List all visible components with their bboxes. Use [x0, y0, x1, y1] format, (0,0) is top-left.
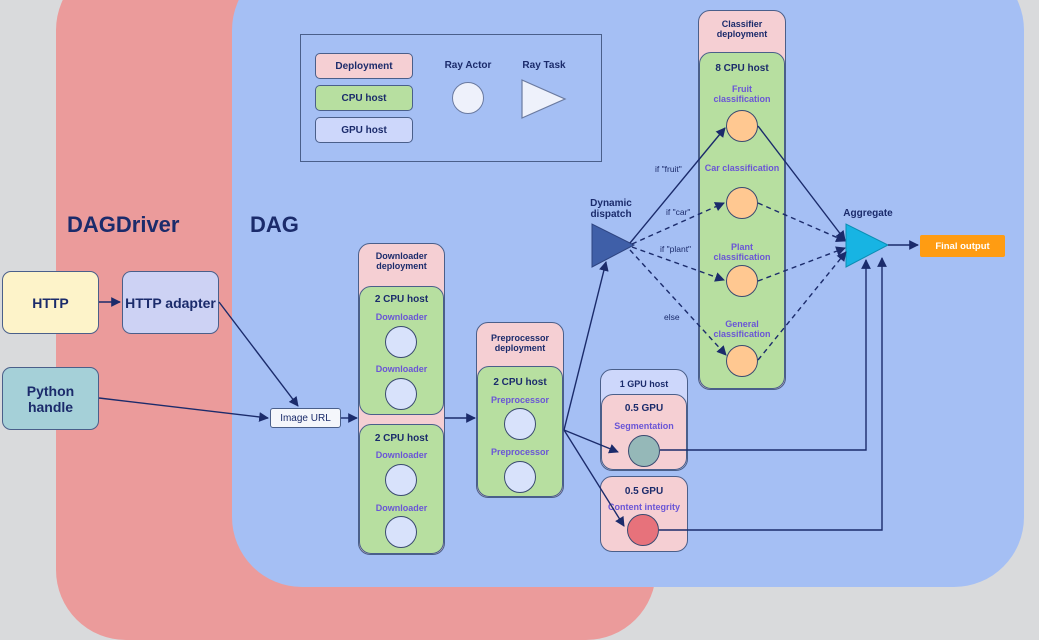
fruit-classifier-actor	[726, 110, 758, 142]
aggregate-label: Aggregate	[843, 208, 893, 219]
dynamic-dispatch-shape	[591, 223, 636, 268]
downloader-replica-4-label: Downloader	[375, 503, 428, 513]
edge-segmentation-aggregate	[660, 259, 871, 451]
downloader-actor-1	[385, 326, 417, 358]
else-label: else	[664, 312, 680, 322]
if-plant-label: if "plant"	[660, 244, 692, 254]
downloader-replica-1-label: Downloader	[375, 312, 428, 322]
edge-car-aggregate	[757, 202, 846, 242]
legend-ray-actor-label: Ray Actor	[444, 60, 492, 71]
dag-label: DAG	[250, 212, 299, 237]
downloader-actor-4	[385, 516, 417, 548]
downloader-replica-2-label: Downloader	[375, 364, 428, 374]
content-integrity-label: Content integrity	[608, 502, 680, 512]
segmentation-actor	[628, 435, 660, 467]
edge-dispatch-fruit	[629, 127, 726, 244]
preprocessor-actor-2	[504, 461, 536, 493]
gpu-host-label: 1 GPU host	[619, 379, 669, 389]
edge-python-imageurl	[98, 397, 269, 422]
final-output-box: Final output	[920, 235, 1005, 257]
content-integrity-gpu-label: 0.5 GPU	[624, 486, 664, 497]
car-classification-label: Car classification	[704, 163, 780, 173]
http-adapter-box: HTTP adapter	[122, 271, 219, 334]
segmentation-label: Segmentation	[614, 421, 674, 431]
edge-pre-content	[563, 429, 625, 527]
downloader-host-1-label: 2 CPU host	[374, 294, 429, 305]
legend-deployment: Deployment	[315, 53, 413, 79]
legend-gpu-host: GPU host	[315, 117, 413, 143]
plant-classifier-actor	[726, 265, 758, 297]
downloader-actor-2	[385, 378, 417, 410]
preprocessor-replica-1-label: Preprocessor	[490, 395, 550, 405]
legend-ray-task-label: Ray Task	[522, 60, 566, 71]
edge-dispatch-plant	[631, 246, 725, 282]
downloader-replica-3-label: Downloader	[375, 450, 428, 460]
edge-pre-dispatch	[563, 261, 609, 431]
edge-dispatch-general	[629, 249, 727, 356]
edge-fruit-aggregate	[757, 125, 846, 241]
ray-actor-icon	[452, 82, 484, 114]
general-classifier-actor	[726, 345, 758, 377]
if-car-label: if "car"	[666, 207, 691, 217]
diagram-edges	[98, 79, 919, 531]
plant-classification-label: Plant classification	[713, 242, 771, 262]
edge-adapter-imageurl	[218, 301, 299, 407]
edge-pre-segmentation	[563, 429, 619, 454]
dynamic-dispatch-label: Dynamic dispatch	[590, 198, 632, 220]
downloader-actor-3	[385, 464, 417, 496]
classifier-deployment-label: Classifier deployment	[716, 19, 768, 39]
edge-content-aggregate	[659, 257, 887, 531]
preprocessor-deployment-label: Preprocessor deployment	[490, 333, 550, 353]
legend-panel	[300, 34, 602, 162]
http-box: HTTP	[2, 271, 99, 334]
if-fruit-label: if "fruit"	[655, 164, 682, 174]
general-classification-label: General classification	[713, 319, 771, 339]
classifier-host	[699, 52, 785, 389]
edge-general-aggregate	[757, 251, 847, 361]
preprocessor-replica-2-label: Preprocessor	[490, 447, 550, 457]
downloader-host-2-label: 2 CPU host	[374, 433, 429, 444]
preprocessor-host-label: 2 CPU host	[493, 377, 547, 388]
preprocessor-actor-1	[504, 408, 536, 440]
content-integrity-actor	[627, 514, 659, 546]
edge-dispatch-car	[631, 202, 725, 245]
classifier-host-label: 8 CPU host	[715, 63, 769, 74]
dagdriver-label: DAGDriver	[67, 212, 180, 237]
car-classifier-actor	[726, 187, 758, 219]
image-url-box: Image URL	[270, 408, 341, 428]
legend-cpu-host: CPU host	[315, 85, 413, 111]
ray-task-icon	[521, 79, 567, 119]
python-handle-box: Python handle	[2, 367, 99, 430]
segmentation-gpu-label: 0.5 GPU	[624, 403, 664, 414]
downloader-deployment-label: Downloader deployment	[375, 251, 428, 271]
aggregate-shape	[845, 223, 890, 268]
edge-plant-aggregate	[757, 246, 846, 282]
fruit-classification-label: Fruit classification	[713, 84, 771, 104]
